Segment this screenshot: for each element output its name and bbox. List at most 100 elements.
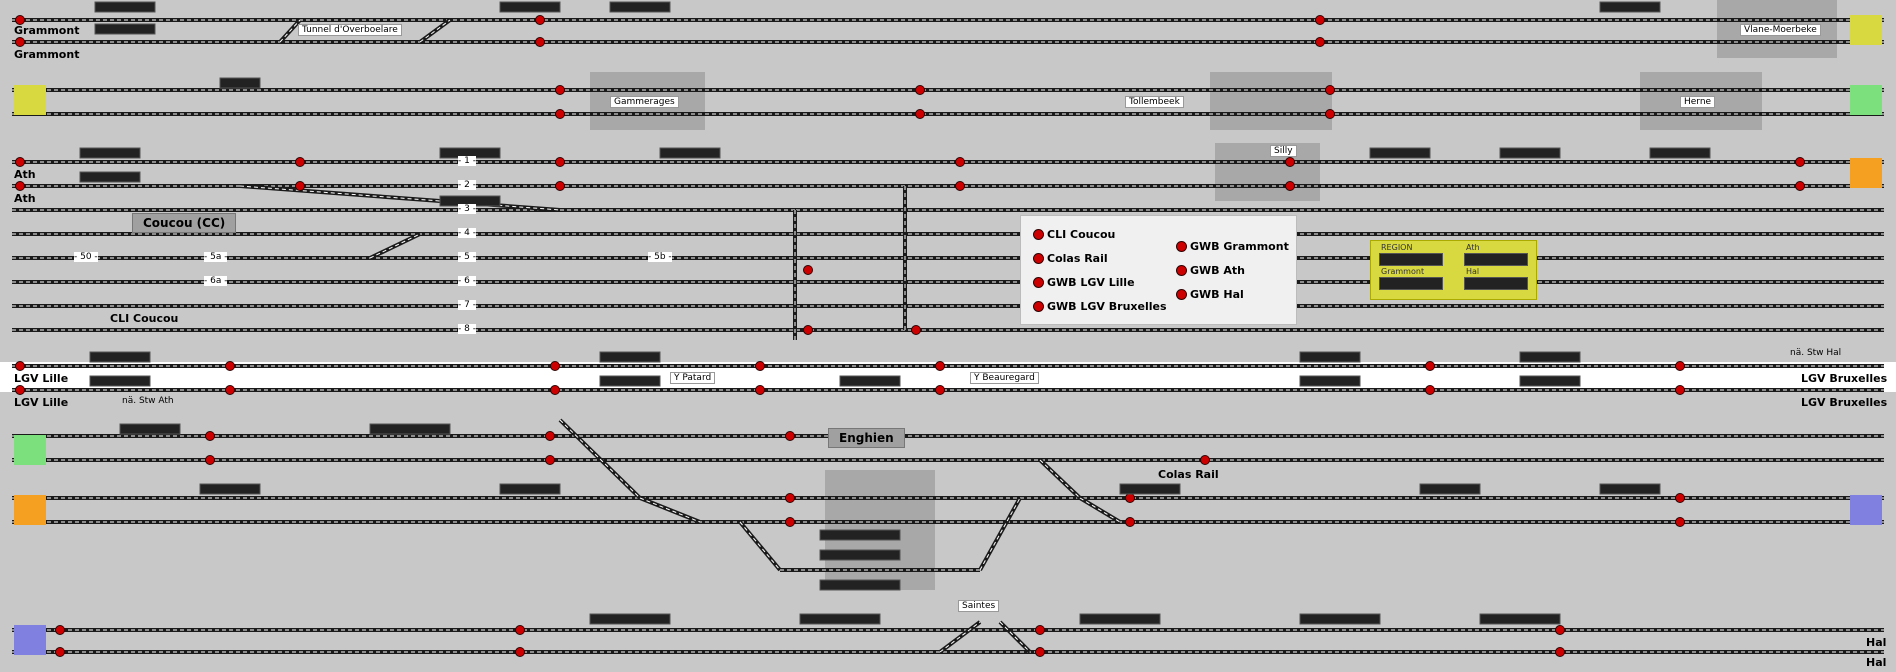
signal-icon[interactable] (785, 431, 795, 441)
signal-icon[interactable] (295, 157, 305, 167)
signal-icon[interactable] (915, 109, 925, 119)
block-indicator[interactable] (1299, 375, 1361, 387)
signal-icon[interactable] (205, 431, 215, 441)
block-indicator[interactable] (1299, 351, 1361, 363)
signal-icon[interactable] (545, 431, 555, 441)
signal-icon[interactable] (1285, 157, 1295, 167)
block-indicator[interactable] (589, 613, 671, 625)
signal-icon[interactable] (15, 385, 25, 395)
signal-icon[interactable] (785, 493, 795, 503)
signal-icon[interactable] (295, 181, 305, 191)
block-indicator[interactable] (79, 171, 141, 183)
signal-icon[interactable] (1675, 517, 1685, 527)
signal-icon[interactable] (935, 385, 945, 395)
signal-icon[interactable] (955, 181, 965, 191)
block-indicator[interactable] (119, 423, 181, 435)
signal-icon[interactable] (1125, 493, 1135, 503)
block-indicator[interactable] (219, 77, 261, 89)
region-indicator[interactable] (1379, 253, 1443, 266)
signal-icon[interactable] (935, 361, 945, 371)
block-indicator[interactable] (94, 23, 156, 35)
signal-icon[interactable] (755, 361, 765, 371)
signal-icon[interactable] (1555, 647, 1565, 657)
signal-icon[interactable] (1795, 181, 1805, 191)
block-indicator[interactable] (79, 147, 141, 159)
signal-icon[interactable] (55, 647, 65, 657)
signal-icon[interactable] (550, 361, 560, 371)
signal-icon[interactable] (535, 37, 545, 47)
signal-icon[interactable] (1795, 157, 1805, 167)
block-indicator[interactable] (1369, 147, 1431, 159)
block-indicator[interactable] (1519, 351, 1581, 363)
block-indicator[interactable] (799, 613, 881, 625)
signal-icon[interactable] (555, 157, 565, 167)
block-indicator[interactable] (1519, 375, 1581, 387)
enghien-box[interactable]: Enghien (828, 428, 905, 448)
block-indicator[interactable] (94, 1, 156, 13)
signal-icon[interactable] (15, 181, 25, 191)
block-indicator[interactable] (1599, 1, 1661, 13)
block-indicator[interactable] (499, 1, 561, 13)
block-indicator[interactable] (369, 423, 451, 435)
signal-icon[interactable] (803, 265, 813, 275)
signal-icon[interactable] (1285, 181, 1295, 191)
signal-icon[interactable] (515, 647, 525, 657)
block-indicator[interactable] (1499, 147, 1561, 159)
signal-icon[interactable] (545, 455, 555, 465)
region-ath-indicator[interactable] (1464, 253, 1528, 266)
block-indicator[interactable] (199, 483, 261, 495)
signal-icon[interactable] (1315, 15, 1325, 25)
signal-icon[interactable] (15, 361, 25, 371)
signal-icon[interactable] (55, 625, 65, 635)
block-indicator[interactable] (819, 549, 901, 561)
signal-icon[interactable] (1675, 493, 1685, 503)
block-indicator[interactable] (1419, 483, 1481, 495)
signal-icon[interactable] (785, 517, 795, 527)
signal-icon[interactable] (1035, 647, 1045, 657)
signal-icon[interactable] (535, 15, 545, 25)
block-indicator[interactable] (599, 351, 661, 363)
signal-icon[interactable] (1675, 385, 1685, 395)
block-indicator[interactable] (89, 375, 151, 387)
block-indicator[interactable] (1479, 613, 1561, 625)
block-indicator[interactable] (89, 351, 151, 363)
signal-icon[interactable] (1035, 625, 1045, 635)
block-indicator[interactable] (599, 375, 661, 387)
signal-icon[interactable] (515, 625, 525, 635)
signal-icon[interactable] (1675, 361, 1685, 371)
block-indicator[interactable] (839, 375, 901, 387)
signal-icon[interactable] (550, 385, 560, 395)
signal-icon[interactable] (15, 157, 25, 167)
signal-icon[interactable] (225, 385, 235, 395)
block-indicator[interactable] (499, 483, 561, 495)
signal-icon[interactable] (1315, 37, 1325, 47)
block-indicator[interactable] (1299, 613, 1381, 625)
signal-icon[interactable] (1425, 361, 1435, 371)
signal-icon[interactable] (955, 157, 965, 167)
block-indicator[interactable] (1599, 483, 1661, 495)
signal-icon[interactable] (205, 455, 215, 465)
signal-icon[interactable] (1555, 625, 1565, 635)
block-indicator[interactable] (609, 1, 671, 13)
signal-icon[interactable] (555, 85, 565, 95)
signal-icon[interactable] (1325, 85, 1335, 95)
signal-icon[interactable] (755, 385, 765, 395)
signal-icon[interactable] (15, 37, 25, 47)
signal-icon[interactable] (1425, 385, 1435, 395)
signal-icon[interactable] (555, 109, 565, 119)
block-indicator[interactable] (659, 147, 721, 159)
signal-icon[interactable] (225, 361, 235, 371)
signal-icon[interactable] (1325, 109, 1335, 119)
signal-icon[interactable] (915, 85, 925, 95)
block-indicator[interactable] (1649, 147, 1711, 159)
signal-icon[interactable] (911, 325, 921, 335)
block-indicator[interactable] (819, 579, 901, 591)
region-hal-indicator[interactable] (1464, 277, 1528, 290)
region-grammont-indicator[interactable] (1379, 277, 1443, 290)
signal-icon[interactable] (1200, 455, 1210, 465)
signal-icon[interactable] (555, 181, 565, 191)
signal-icon[interactable] (1125, 517, 1135, 527)
block-indicator[interactable] (1079, 613, 1161, 625)
coucou-cc-box[interactable]: Coucou (CC) (132, 213, 237, 233)
signal-icon[interactable] (803, 325, 813, 335)
